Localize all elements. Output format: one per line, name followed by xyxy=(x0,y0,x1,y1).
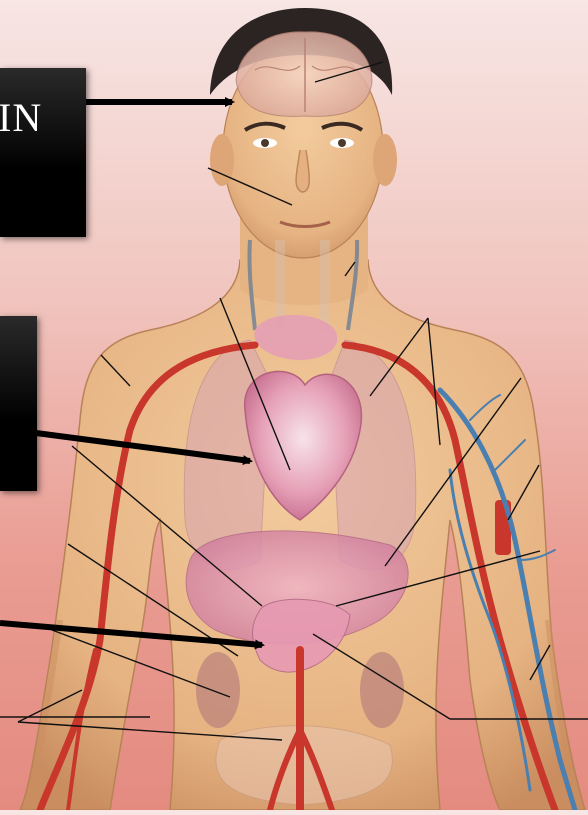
label-box-2 xyxy=(0,316,37,491)
label-text-1: IN xyxy=(0,94,42,141)
head xyxy=(210,8,397,258)
brain xyxy=(236,32,372,117)
label-box-1: IN xyxy=(0,68,86,237)
